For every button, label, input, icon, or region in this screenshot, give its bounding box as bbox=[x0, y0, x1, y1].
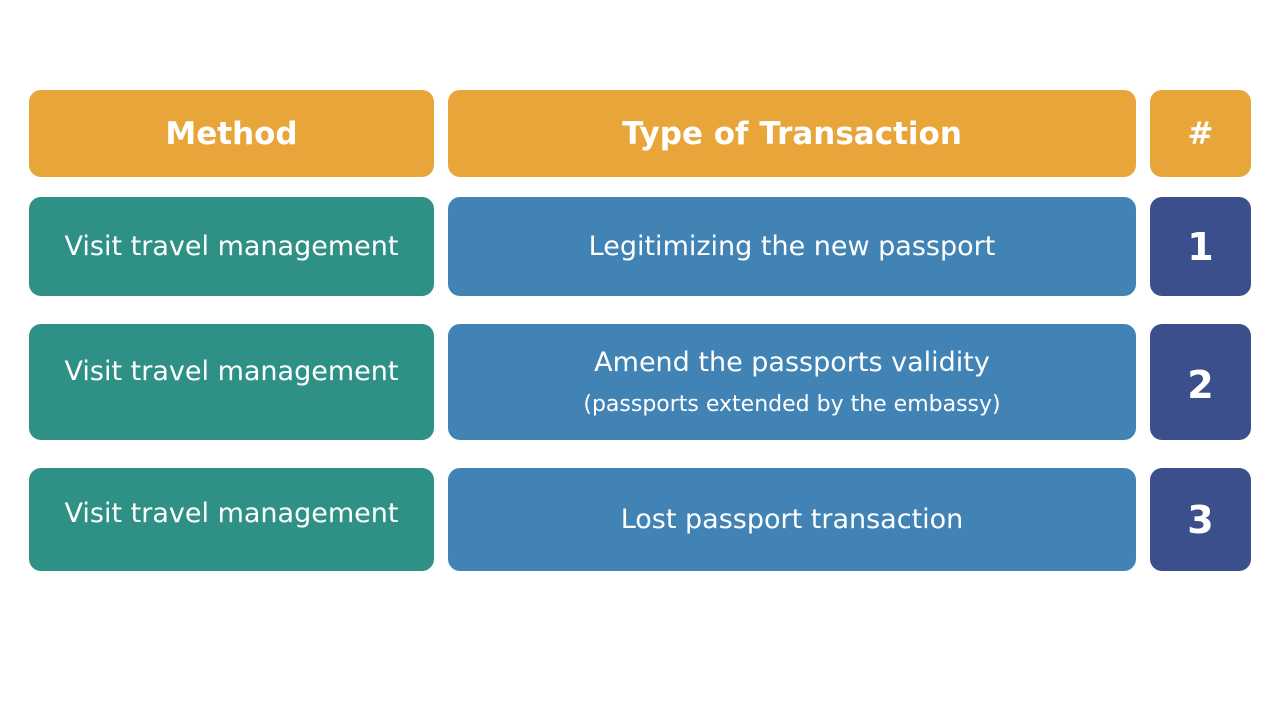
row-2-type-text: Amend the passports validity bbox=[594, 347, 990, 378]
row-3-number: 3 bbox=[1150, 468, 1251, 571]
header-type: Type of Transaction bbox=[448, 90, 1136, 177]
header-type-label: Type of Transaction bbox=[622, 115, 962, 152]
row-1-method: Visit travel management bbox=[29, 197, 434, 296]
row-2-method: Visit travel management bbox=[29, 324, 434, 440]
header-method-label: Method bbox=[165, 115, 298, 152]
row-2-type-note: (passports extended by the embassy) bbox=[583, 392, 1001, 417]
row-2-number-text: 2 bbox=[1187, 363, 1214, 407]
row-3-number-text: 3 bbox=[1187, 497, 1214, 542]
row-2-method-text: Visit travel management bbox=[64, 355, 399, 387]
row-1-type-text: Legitimizing the new passport bbox=[588, 231, 996, 262]
row-1-type: Legitimizing the new passport bbox=[448, 197, 1136, 296]
row-3-method: Visit travel management bbox=[29, 468, 434, 571]
row-2-number: 2 bbox=[1150, 324, 1251, 440]
header-number-label: # bbox=[1187, 115, 1214, 152]
row-3-type-text: Lost passport transaction bbox=[620, 504, 964, 535]
header-method: Method bbox=[29, 90, 434, 177]
row-3-type: Lost passport transaction bbox=[448, 468, 1136, 571]
row-1-method-text: Visit travel management bbox=[64, 231, 399, 262]
row-2-type: Amend the passports validity (passports … bbox=[448, 324, 1136, 440]
row-1-number: 1 bbox=[1150, 197, 1251, 296]
header-number: # bbox=[1150, 90, 1251, 177]
row-1-number-text: 1 bbox=[1187, 224, 1214, 269]
row-3-method-text: Visit travel management bbox=[64, 498, 399, 529]
